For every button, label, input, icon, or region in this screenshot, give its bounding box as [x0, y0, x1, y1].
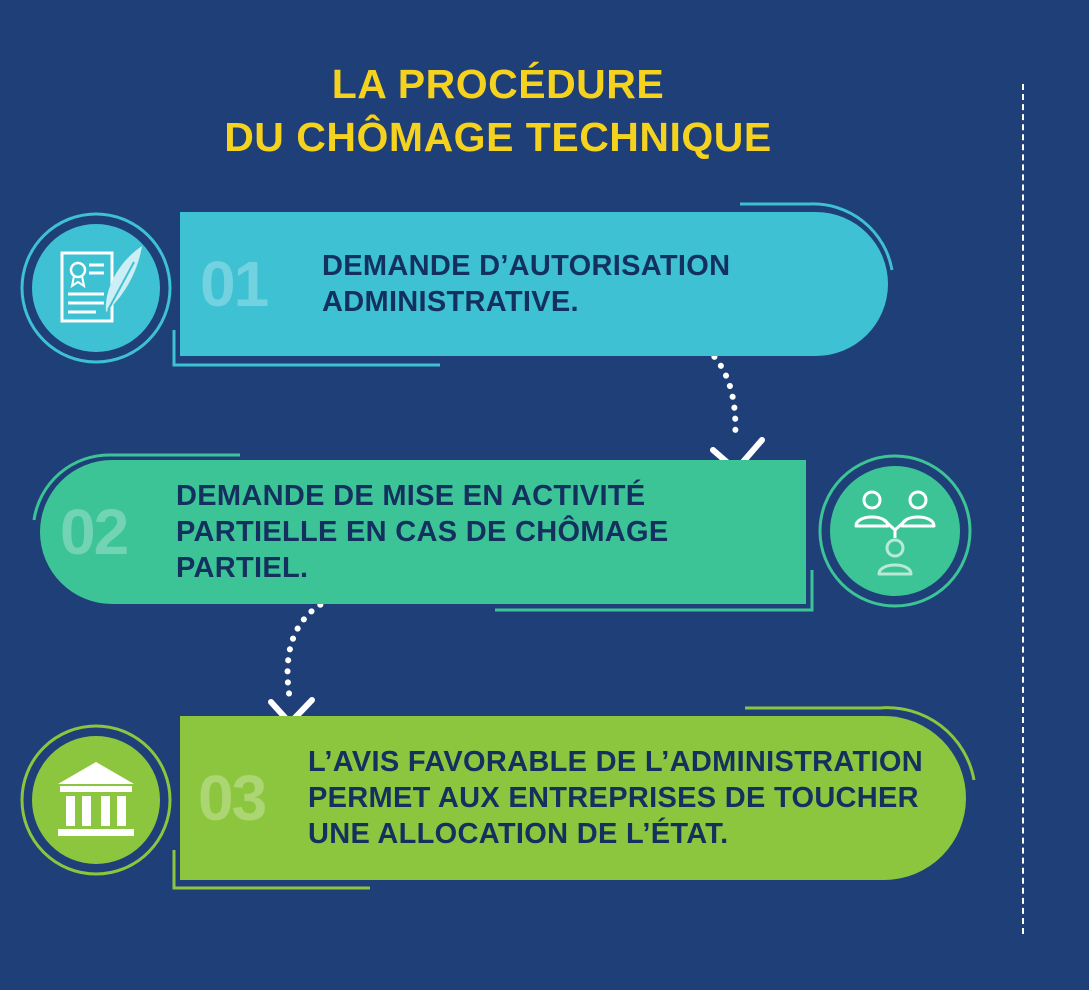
step-2-line-2: PARTIELLE EN CAS DE CHÔMAGE PARTIEL.	[176, 516, 669, 584]
step-2-line-1: DEMANDE DE MISE EN ACTIVITÉ	[176, 480, 646, 512]
government-building-icon	[20, 724, 172, 876]
step-3-line-3: UNE ALLOCATION DE L’ÉTAT.	[308, 818, 729, 850]
step-1-line-1: DEMANDE D’AUTORISATION	[322, 250, 731, 282]
step-3-line-2: PERMET AUX ENTREPRISES DE TOUCHER	[308, 782, 919, 814]
step-3-text: L’AVIS FAVORABLE DE L’ADMINISTRATION PER…	[308, 716, 923, 880]
step-3-line-1: L’AVIS FAVORABLE DE L’ADMINISTRATION	[308, 746, 923, 778]
dashed-divider	[1022, 84, 1024, 934]
step-2-card: 02 DEMANDE DE MISE EN ACTIVITÉ PARTIELLE…	[40, 460, 806, 604]
step-2-text: DEMANDE DE MISE EN ACTIVITÉ PARTIELLE EN…	[176, 460, 806, 604]
step-1-number: 01	[200, 248, 269, 320]
title-line-2: DU CHÔMAGE TECHNIQUE	[224, 114, 772, 160]
step-1-text: DEMANDE D’AUTORISATION ADMINISTRATIVE.	[322, 212, 730, 356]
step-3-number: 03	[198, 762, 267, 834]
step-1-line-2: ADMINISTRATIVE.	[322, 286, 579, 318]
step-3-card: 03 L’AVIS FAVORABLE DE L’ADMINISTRATION …	[180, 716, 966, 880]
certificate-quill-icon	[20, 212, 172, 364]
arrow-step2-to-step3	[268, 587, 365, 726]
title-line-1: LA PROCÉDURE	[331, 61, 665, 107]
people-network-icon	[818, 454, 972, 608]
step-1-card: 01 DEMANDE D’AUTORISATION ADMINISTRATIVE…	[180, 212, 888, 356]
step-2-number: 02	[60, 496, 129, 568]
